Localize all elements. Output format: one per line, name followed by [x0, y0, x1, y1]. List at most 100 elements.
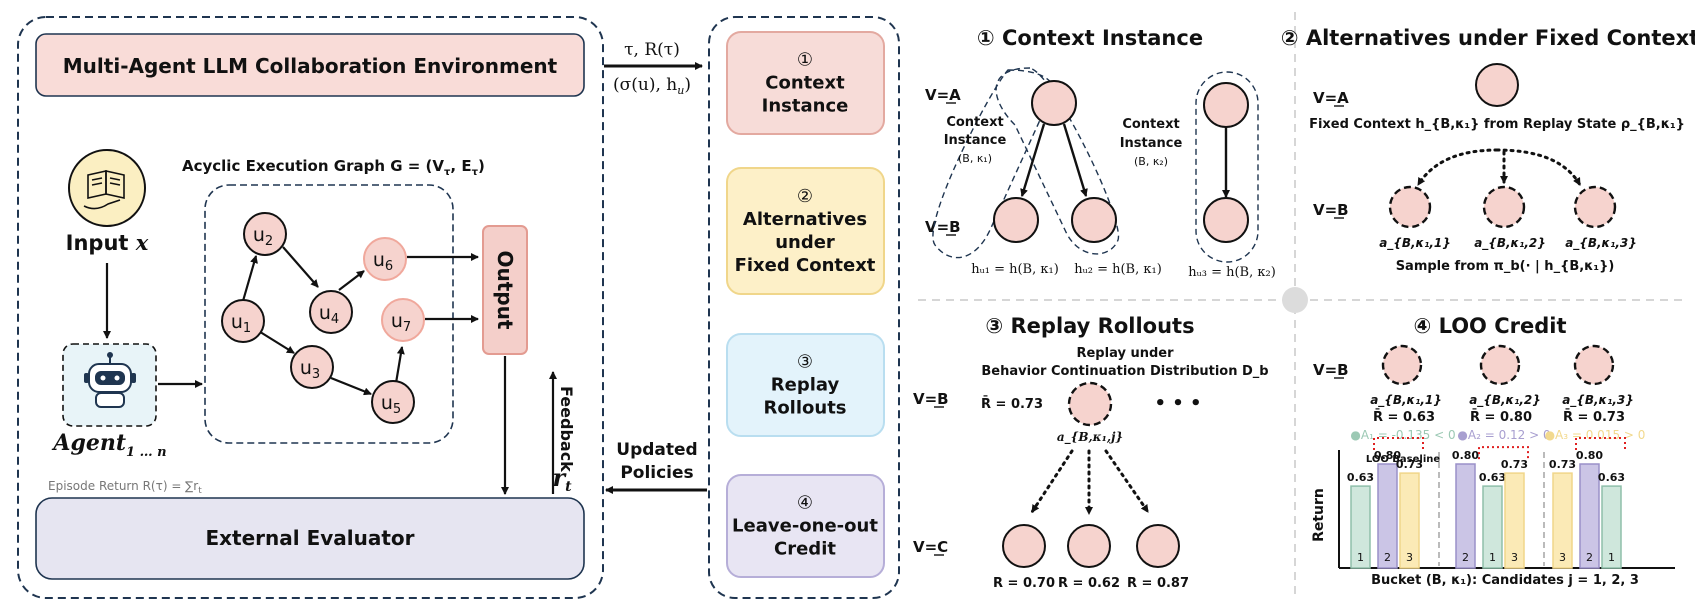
stage-number: ② — [797, 186, 813, 207]
bar-candidate-1 — [1482, 485, 1503, 569]
panel3-dots: • • • — [1154, 393, 1201, 414]
bar-candidate-id: 3 — [1511, 551, 1518, 564]
panel4-alt-labels: a_{B,κ₁,1} a_{B,κ₁,2} a_{B,κ₁,3} — [1370, 393, 1634, 408]
panel3-rbar: R̄ = 0.73 — [981, 396, 1043, 412]
bar-candidate-2 — [1579, 463, 1600, 569]
panel1-va: V=A — [925, 86, 961, 104]
panel2-title: ② Alternatives under Fixed Context — [1281, 26, 1695, 50]
bar-candidate-1 — [1350, 485, 1371, 569]
stage-label: Instance — [762, 96, 849, 117]
svg-text:a_{B,κ₁,3}: a_{B,κ₁,3} — [1562, 393, 1634, 408]
bar-candidate-id: 2 — [1586, 551, 1593, 564]
node-u7 — [381, 298, 425, 342]
output-box — [482, 225, 528, 355]
svg-text:R̄ = 0.73: R̄ = 0.73 — [1563, 409, 1625, 425]
panel4-bars: 0.6310.8020.7330.8020.6310.7330.7330.802… — [1347, 437, 1626, 569]
bar-candidate-id: 1 — [1357, 551, 1364, 564]
input-label: Input x — [66, 230, 149, 255]
svg-text:R̄ = 0.80: R̄ = 0.80 — [1470, 409, 1532, 425]
panel1-h2: hᵤ₂ = h(B, κ₁) — [1074, 262, 1162, 277]
robot-icon — [84, 352, 136, 408]
stage-label: Rollouts — [763, 398, 846, 419]
bar-value-label: 0.63 — [1479, 471, 1506, 484]
context-outline-3 — [1195, 71, 1259, 263]
stage-box — [726, 167, 885, 295]
panel2-context-node — [1475, 63, 1519, 107]
left-frame — [17, 16, 604, 599]
svg-text:u1: u1 — [231, 311, 251, 336]
panel4-alt-rbars: R̄ = 0.63 R̄ = 0.80 R̄ = 0.73 — [1373, 409, 1625, 425]
stage-label: Alternatives — [743, 209, 867, 230]
svg-text:u2: u2 — [253, 224, 273, 249]
bar-value-label: 0.73 — [1501, 458, 1528, 471]
panel3-subtitle1: Replay under — [1076, 346, 1174, 361]
bar-candidate-1 — [1601, 485, 1622, 569]
svg-text:●A₂ = 0.12 > 0: ●A₂ = 0.12 > 0 — [1457, 428, 1550, 442]
book-hand-icon — [83, 170, 125, 210]
panel3-alt-node — [1067, 381, 1113, 427]
svg-text:u3: u3 — [300, 357, 320, 382]
bar-value-label: 0.73 — [1396, 458, 1423, 471]
feedback-label: Feedback — [557, 386, 576, 472]
bar-value-label: 0.80 — [1576, 449, 1603, 462]
stage-label: Fixed Context — [735, 255, 876, 276]
evaluator-label: External Evaluator — [205, 526, 414, 550]
graph-node-labels: u1 u2 u3 u4 u5 u6 u7 — [231, 224, 411, 417]
svg-text:u7: u7 — [391, 310, 411, 335]
stage-number: ③ — [797, 352, 813, 373]
bar-candidate-id: 3 — [1559, 551, 1566, 564]
bar-candidate-id: 2 — [1384, 551, 1391, 564]
context-label-1: Context Instance (B, κ₁) — [944, 115, 1007, 165]
node-u5 — [371, 380, 415, 424]
arrow-bottom-line2: Policies — [620, 463, 693, 483]
panel4-advantages: ●A₁ = -0.135 < 0 ●A₂ = 0.12 > 0 ●A₃ = 0.… — [1350, 428, 1645, 442]
panel1-vb: V=B — [925, 218, 961, 236]
stage-label: Replay — [771, 375, 840, 396]
stage-label: Context — [765, 73, 845, 94]
input-icon — [68, 149, 146, 227]
svg-text:a_{B,κ₁,1}: a_{B,κ₁,1} — [1379, 236, 1451, 251]
panel2-va: V=A — [1313, 89, 1349, 107]
panel4-vb: V=B — [1313, 361, 1349, 379]
output-label: Output — [493, 251, 517, 330]
stage-box — [726, 31, 885, 135]
divider-center-dot — [1282, 287, 1308, 313]
bar-candidate-id: 3 — [1406, 551, 1413, 564]
panel1-title: ① Context Instance — [977, 26, 1203, 50]
stage-box — [726, 333, 885, 437]
bar-value-label: 0.73 — [1549, 458, 1576, 471]
stage-number: ④ — [797, 493, 813, 514]
bar-candidate-id: 1 — [1489, 551, 1496, 564]
panel2-fixed-context: Fixed Context h_{B,κ₁} from Replay State… — [1309, 117, 1685, 132]
panel4-loo-baseline: LOO Baseline — [1366, 454, 1441, 465]
panel3-title: ③ Replay Rollouts — [985, 314, 1194, 338]
panel4-ylabel: Return — [1311, 488, 1327, 542]
panel4-xlabel: Bucket (B, κ₁): Candidates j = 1, 2, 3 — [1371, 573, 1639, 588]
bar-candidate-id: 2 — [1462, 551, 1469, 564]
node-u4 — [309, 290, 353, 334]
svg-text:u4: u4 — [319, 302, 339, 327]
episode-return: Episode Return R(τ) = ∑rt — [48, 479, 202, 496]
bar-value-label: 0.63 — [1598, 471, 1625, 484]
svg-text:a_{B,κ₁,1}: a_{B,κ₁,1} — [1370, 393, 1442, 408]
panel1-edges — [1020, 123, 1230, 198]
panel3-subtitle2: Behavior Continuation Distribution D_b — [981, 364, 1268, 379]
panel3-rollout-arrows — [1030, 449, 1150, 516]
panel2-sample: Sample from π_b(· | h_{B,κ₁}) — [1396, 259, 1615, 274]
svg-text:R = 0.87: R = 0.87 — [1127, 576, 1189, 591]
panel3-returns: R = 0.70 R = 0.62 R = 0.87 — [993, 576, 1189, 591]
svg-text:R = 0.70: R = 0.70 — [993, 576, 1055, 591]
svg-text:(B, κ₂): (B, κ₂) — [1134, 155, 1168, 168]
svg-text:●A₃ = 0.015 > 0: ●A₃ = 0.015 > 0 — [1545, 428, 1646, 442]
panel3-node-label: a_{B,κ₁,j} — [1057, 430, 1123, 445]
graph-nodes — [221, 212, 425, 424]
agent-label: Agent1 … n — [51, 430, 166, 460]
panel1-nodes — [993, 80, 1249, 243]
svg-text:R = 0.62: R = 0.62 — [1058, 576, 1120, 591]
svg-text:u5: u5 — [381, 392, 401, 417]
